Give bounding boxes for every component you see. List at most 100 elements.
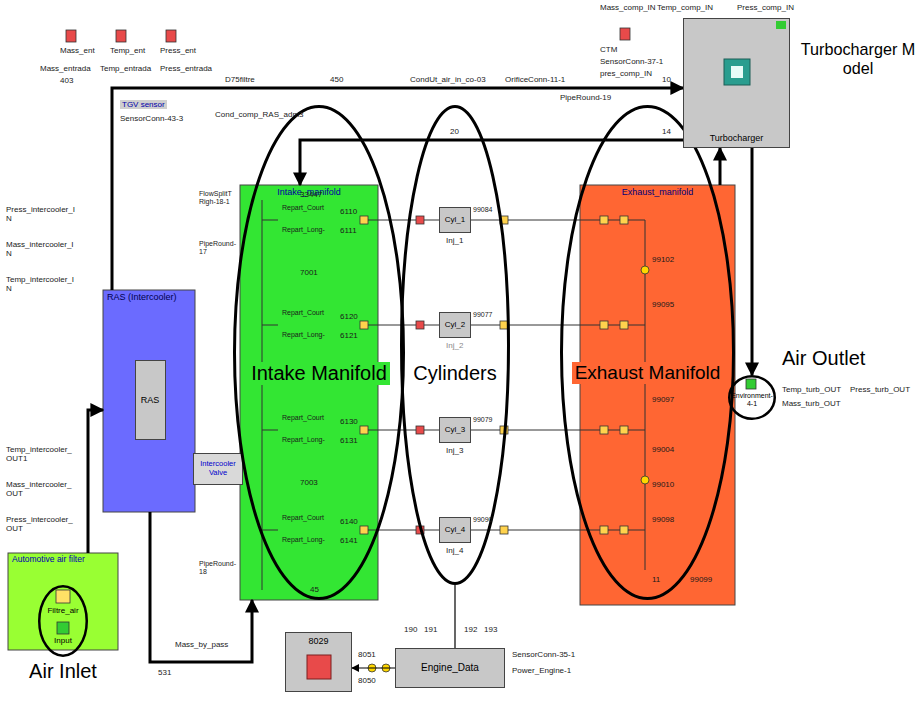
component-label: 14 (662, 127, 671, 136)
component-label: 8051 (358, 650, 376, 659)
exhaust-ellipse: Exhaust Manifold (560, 105, 735, 600)
pipe-icon (600, 426, 608, 434)
component-label: Inj_4 (446, 546, 463, 555)
component-label: Press_turb_OUT (850, 385, 910, 394)
panel-ground (240, 185, 378, 600)
component-label: 191 (424, 625, 437, 634)
component-label: 192 (464, 625, 477, 634)
component-label: 99099 (690, 575, 712, 584)
ellipse-outline (233, 105, 405, 600)
ellipse-line (402, 107, 509, 584)
pipe-icon (600, 216, 608, 224)
filter-icon (56, 590, 70, 603)
filter-block: Filtre_air (40, 606, 86, 617)
component-label: 20 (450, 127, 459, 136)
component-label: 99079 (473, 416, 492, 424)
node-label: Exhaust Manifold (572, 362, 724, 384)
node-label: Environment-4-1 (731, 392, 773, 407)
component-label: 99102 (652, 255, 674, 264)
component-label: D75filtre (225, 75, 255, 84)
component-label: 6140 (340, 517, 358, 526)
signal-line (454, 585, 455, 648)
flow-arrow (88, 410, 103, 553)
component-label: 8050 (358, 676, 376, 685)
component-label: 99098 (652, 515, 674, 524)
ellipse-outline (560, 105, 735, 600)
component-label: Repart_Long- (282, 436, 325, 444)
component-label: Repart_Court (282, 414, 324, 422)
component-label: 6141 (340, 536, 358, 545)
node-label: Cyl_2 (443, 320, 467, 329)
component-label: 193 (484, 625, 497, 634)
pipe-icon (360, 426, 368, 434)
component-label: 531 (158, 668, 171, 677)
flow-arrow (751, 148, 754, 375)
cylinder-box: Cyl_3 (439, 417, 471, 443)
pipe-icon (620, 426, 628, 434)
turbo-icon-inner (731, 66, 743, 78)
intake-ellipse: Intake Manifold (233, 105, 405, 600)
component-label: Temp_turb_OUT (782, 385, 841, 394)
cylinder-box: Cyl_4 (439, 517, 471, 543)
component-label: 7003 (300, 478, 318, 487)
pipe-icon (360, 526, 368, 534)
component-label: Repart_Court (282, 309, 324, 317)
node-label: Turbocharger (710, 133, 764, 147)
component-label: Mass_entrada (40, 64, 91, 73)
component-label: 99077 (473, 311, 492, 319)
component-label: Temp_intercooler_IN (6, 275, 76, 293)
node-label: Air Inlet (29, 660, 97, 683)
pipe-icon (360, 216, 368, 224)
component-label: SensorConn-37-1 (600, 57, 663, 66)
component-label: 450 (330, 75, 343, 84)
component-icons (56, 28, 756, 672)
ellipse-line (562, 107, 734, 599)
component-label: CTM (600, 45, 617, 54)
component-label: 190 (404, 625, 417, 634)
engine-data-box: Engine_Data (395, 648, 505, 688)
component-label: PipeRound-18 (199, 560, 237, 576)
component-label: Temp_ent (110, 46, 145, 55)
gauge-icon (166, 30, 176, 42)
node-label: Input (48, 636, 78, 645)
outlet-ellipse: Air OutletEnvironment-4-1 (728, 375, 776, 420)
component-label: Repart_Court (282, 204, 324, 212)
cylinder-box: Cyl_2 (439, 312, 471, 338)
panel-ground (8, 553, 118, 650)
sensor-icon (641, 266, 649, 274)
inlet-ellipse: Air InletFiltre_airInput (38, 585, 88, 657)
valve-icon (416, 426, 424, 434)
component-label: 6110 (340, 207, 357, 216)
component-label: Temp_entrada (100, 64, 151, 73)
valve-icon (416, 321, 424, 329)
turbo-icon-mark (776, 21, 786, 29)
component-label: 99010 (652, 480, 674, 489)
component-label: Press_comp_IN (737, 3, 794, 12)
environment-block: Environment-4-1 (731, 392, 773, 416)
input-icon (57, 622, 69, 634)
component-label: Press_intercooler_IN (6, 205, 76, 223)
component-label: 403 (60, 76, 73, 85)
pipe-icon (620, 321, 628, 329)
flow-arrow (300, 140, 683, 185)
valve-box: Intercooler Valve (193, 453, 243, 485)
panel-ground (103, 290, 195, 512)
component-label: TGV sensor (120, 100, 167, 109)
component-label: PipeRound-19 (560, 93, 611, 102)
node-label: Cyl_3 (443, 425, 467, 434)
component-label: 7001 (300, 268, 318, 277)
component-label: Temp_comp_IN (657, 3, 713, 12)
component-label: Temp_intercooler_OUT1 (6, 445, 76, 463)
node-label: Cyl_1 (443, 215, 467, 224)
component-label: PipeRound-17 (199, 240, 237, 256)
valve-icon (416, 216, 424, 224)
flow-arrow (719, 148, 722, 185)
component-label: Repart_Court (282, 514, 324, 522)
component-label: Press_ent (160, 46, 196, 55)
component-label: pres_comp_IN (600, 69, 652, 78)
node-label: RAS (Intercooler) (103, 290, 195, 304)
component-label: 6120 (340, 312, 358, 321)
component-label: Repart_Long- (282, 331, 325, 339)
ras-box: RAS (135, 360, 166, 440)
